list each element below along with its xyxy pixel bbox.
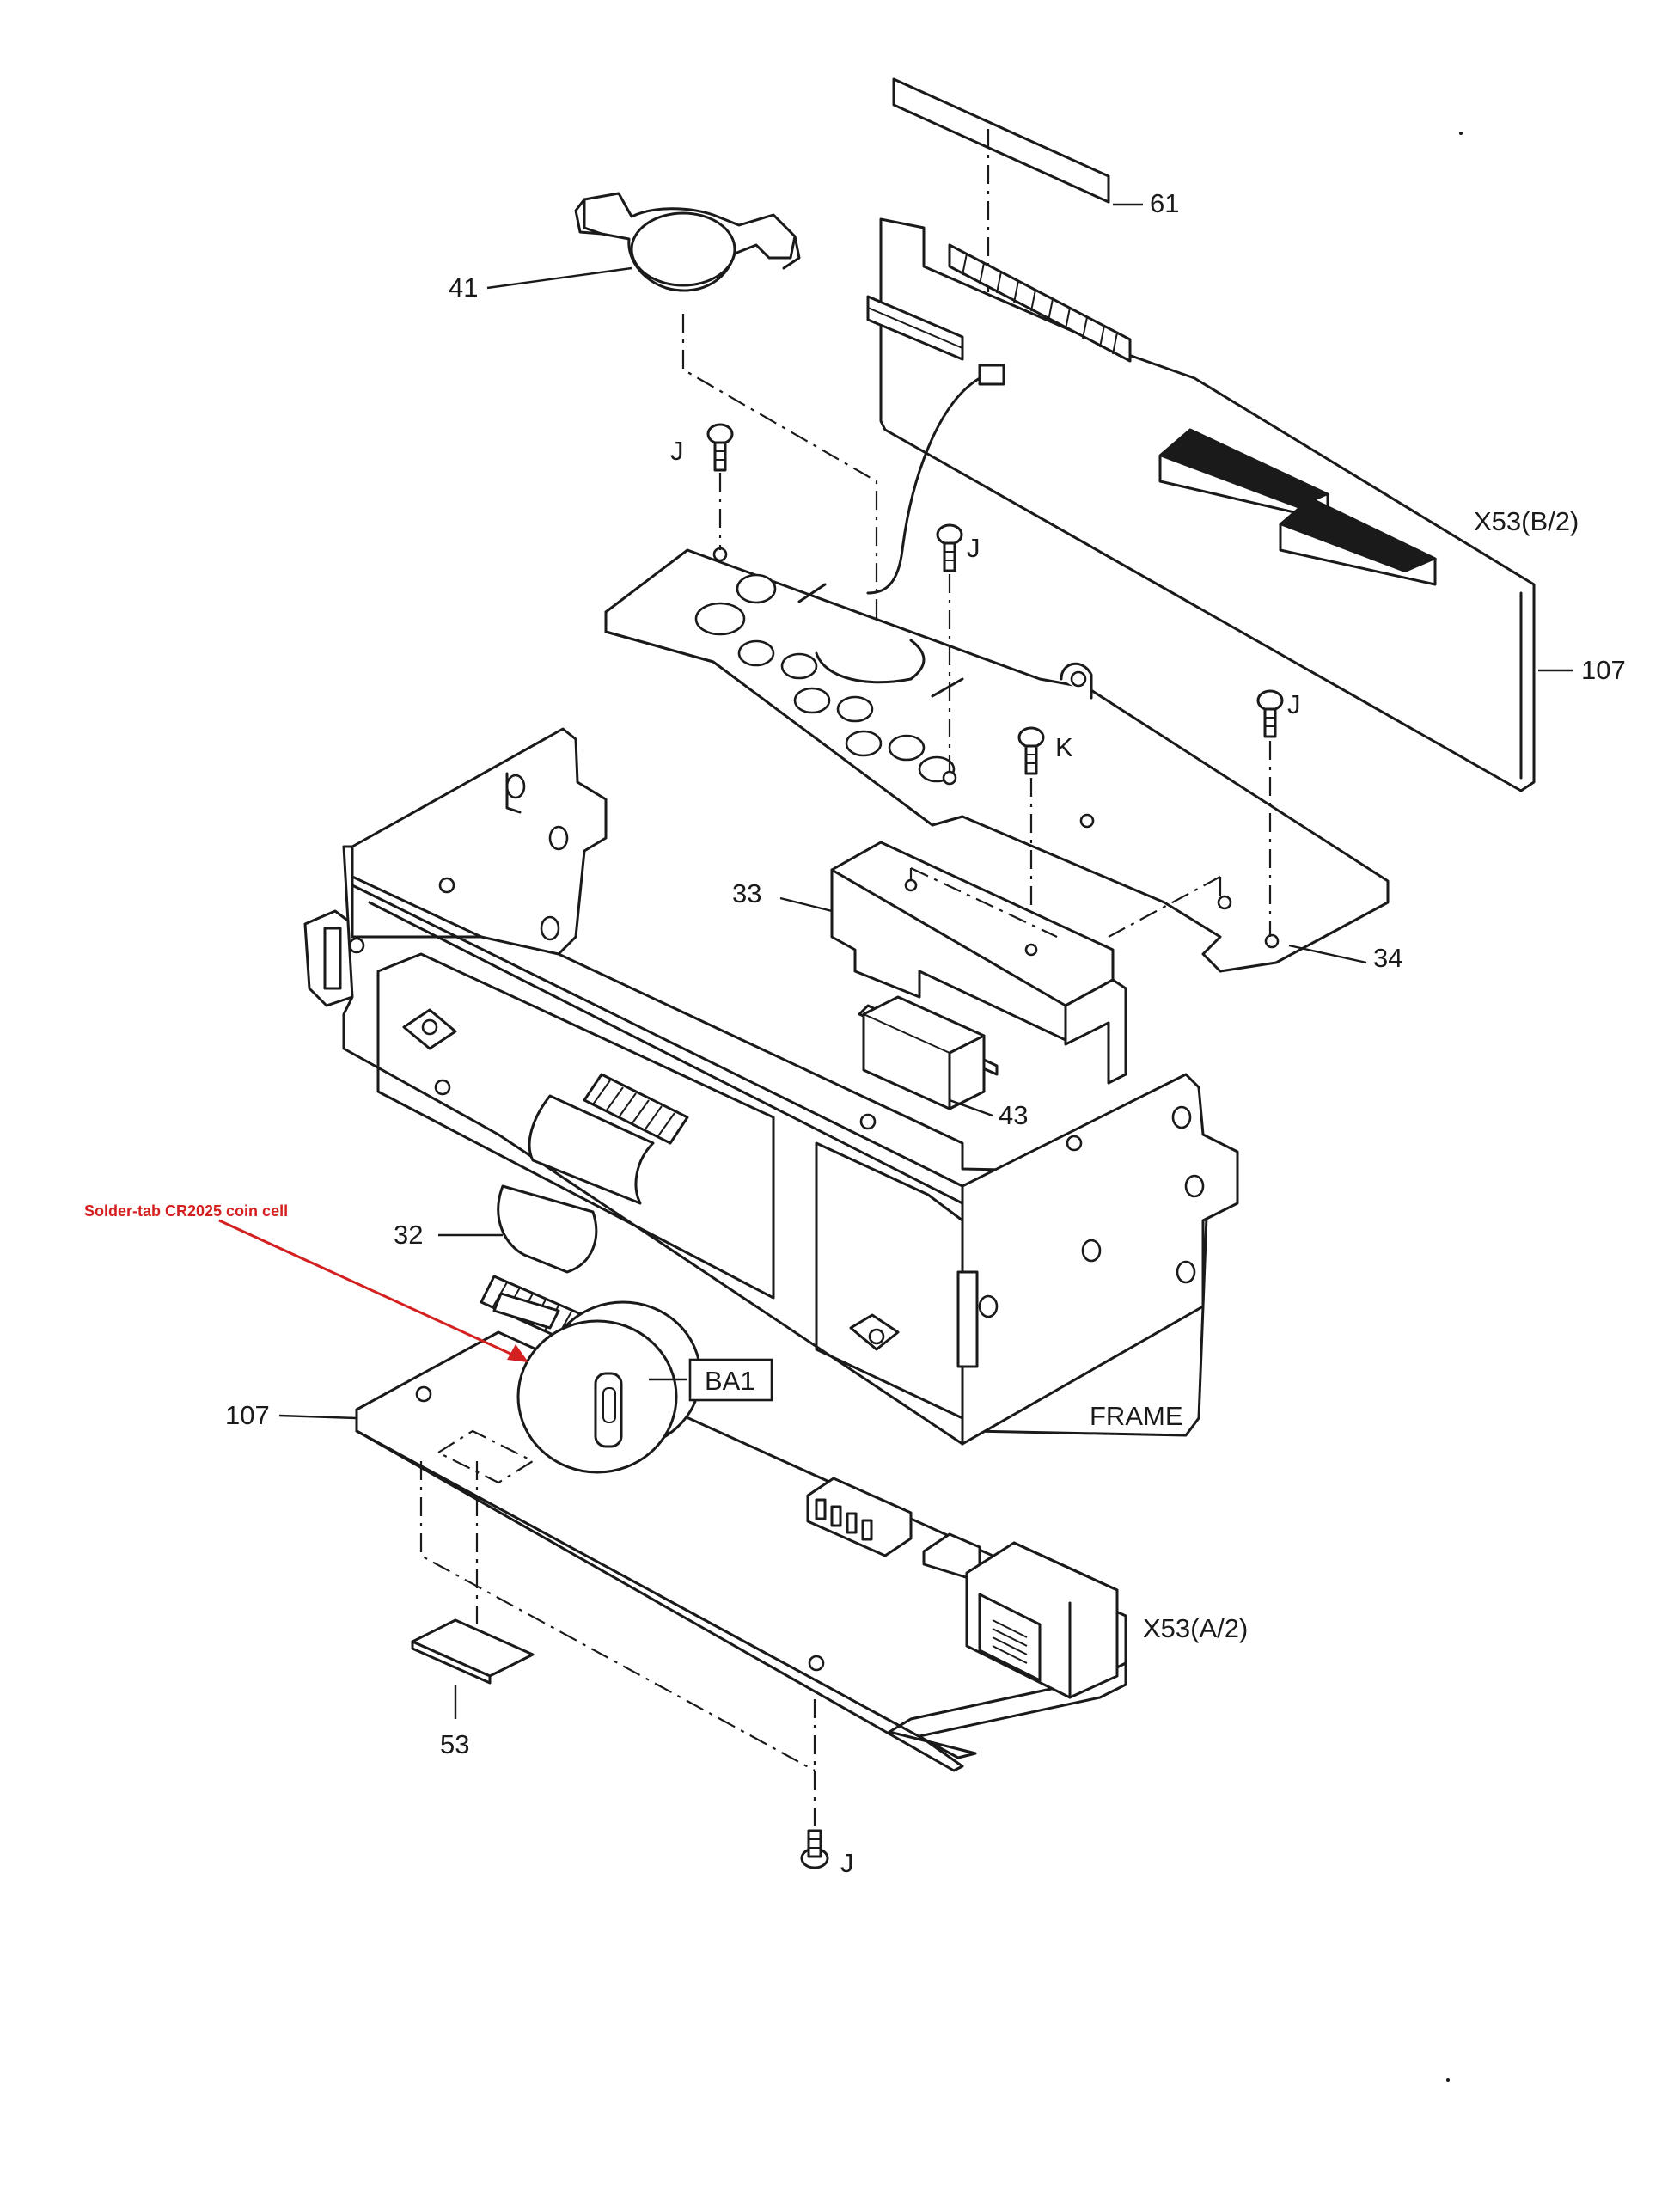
label-screw-j-2: J [967, 533, 981, 563]
rj-jack-contacts [992, 1619, 1028, 1664]
label-screw-j-1: J [670, 436, 684, 466]
label-part-33: 33 [732, 878, 761, 908]
label-screw-j-4: J [840, 1848, 854, 1878]
label-board-a: X53(A/2) [1143, 1613, 1248, 1643]
part-53-pad [411, 1618, 535, 1685]
battery-label-box [688, 1358, 773, 1402]
label-part-107-top: 107 [1581, 655, 1626, 685]
screw-j-1 [706, 423, 734, 550]
label-part-34: 34 [1373, 943, 1402, 973]
header-pins [815, 1498, 873, 1541]
part-61-strip [892, 77, 1110, 204]
annotation-arrow [218, 1219, 528, 1362]
screw-j-2 [936, 523, 963, 772]
label-screw-j-3: J [1287, 689, 1301, 719]
plate-34 [604, 547, 1390, 973]
label-part-107-bottom: 107 [225, 1400, 270, 1430]
frame-chassis [303, 727, 1239, 1446]
screw-j-4 [800, 1689, 829, 1869]
board-x53-b [866, 217, 1536, 792]
label-part-53: 53 [440, 1729, 469, 1759]
board-b-connector-pins [962, 253, 1118, 355]
cable-32-contacts [592, 1080, 675, 1138]
label-part-43: 43 [999, 1100, 1028, 1130]
flat-cable-32 [480, 1073, 689, 1347]
part-43-pad [862, 995, 986, 1110]
label-screw-k: K [1055, 732, 1073, 762]
label-part-41: 41 [449, 272, 478, 303]
part-41-clip [574, 192, 801, 292]
battery-ba1 [492, 1292, 702, 1474]
screw-j-3 [1256, 689, 1284, 937]
label-frame: FRAME [1090, 1401, 1183, 1431]
label-battery: BA1 [705, 1366, 755, 1396]
label-board-b: X53(B/2) [1474, 506, 1579, 536]
annotation-label: Solder-tab CR2025 coin cell [84, 1202, 288, 1220]
label-part-32: 32 [394, 1220, 423, 1250]
label-part-61: 61 [1150, 188, 1179, 218]
